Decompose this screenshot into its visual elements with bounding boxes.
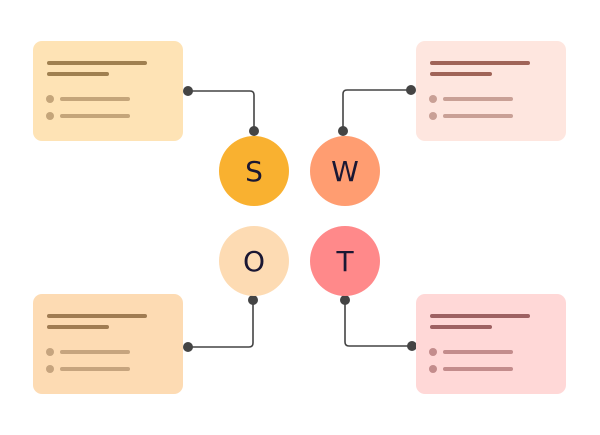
threats-circle[interactable]: T bbox=[310, 226, 380, 296]
card-subtitle-line bbox=[47, 325, 109, 329]
opportunities-circle[interactable]: O bbox=[219, 226, 289, 296]
card-title-line bbox=[430, 314, 530, 318]
threats-card[interactable] bbox=[416, 294, 566, 394]
opportunities-card[interactable] bbox=[33, 294, 183, 394]
bullet-line bbox=[443, 114, 513, 118]
bullet-line bbox=[60, 350, 130, 354]
bullet-icon bbox=[429, 365, 437, 373]
card-subtitle-line bbox=[47, 72, 109, 76]
strengths-card[interactable] bbox=[33, 41, 183, 141]
bullet-icon bbox=[46, 95, 54, 103]
card-subtitle-line bbox=[430, 72, 492, 76]
strengths-circle[interactable]: S bbox=[219, 136, 289, 206]
bullet-icon bbox=[46, 348, 54, 356]
bullet-line bbox=[60, 367, 130, 371]
bullet-line bbox=[443, 350, 513, 354]
card-title-line bbox=[47, 61, 147, 65]
bullet-line bbox=[60, 97, 130, 101]
bullet-line bbox=[443, 367, 513, 371]
card-title-line bbox=[430, 61, 530, 65]
weaknesses-card[interactable] bbox=[416, 41, 566, 141]
bullet-line bbox=[60, 114, 130, 118]
card-title-line bbox=[47, 314, 147, 318]
weaknesses-circle[interactable]: W bbox=[310, 136, 380, 206]
card-subtitle-line bbox=[430, 325, 492, 329]
bullet-icon bbox=[46, 112, 54, 120]
bullet-icon bbox=[46, 365, 54, 373]
bullet-icon bbox=[429, 112, 437, 120]
bullet-icon bbox=[429, 95, 437, 103]
bullet-line bbox=[443, 97, 513, 101]
bullet-icon bbox=[429, 348, 437, 356]
